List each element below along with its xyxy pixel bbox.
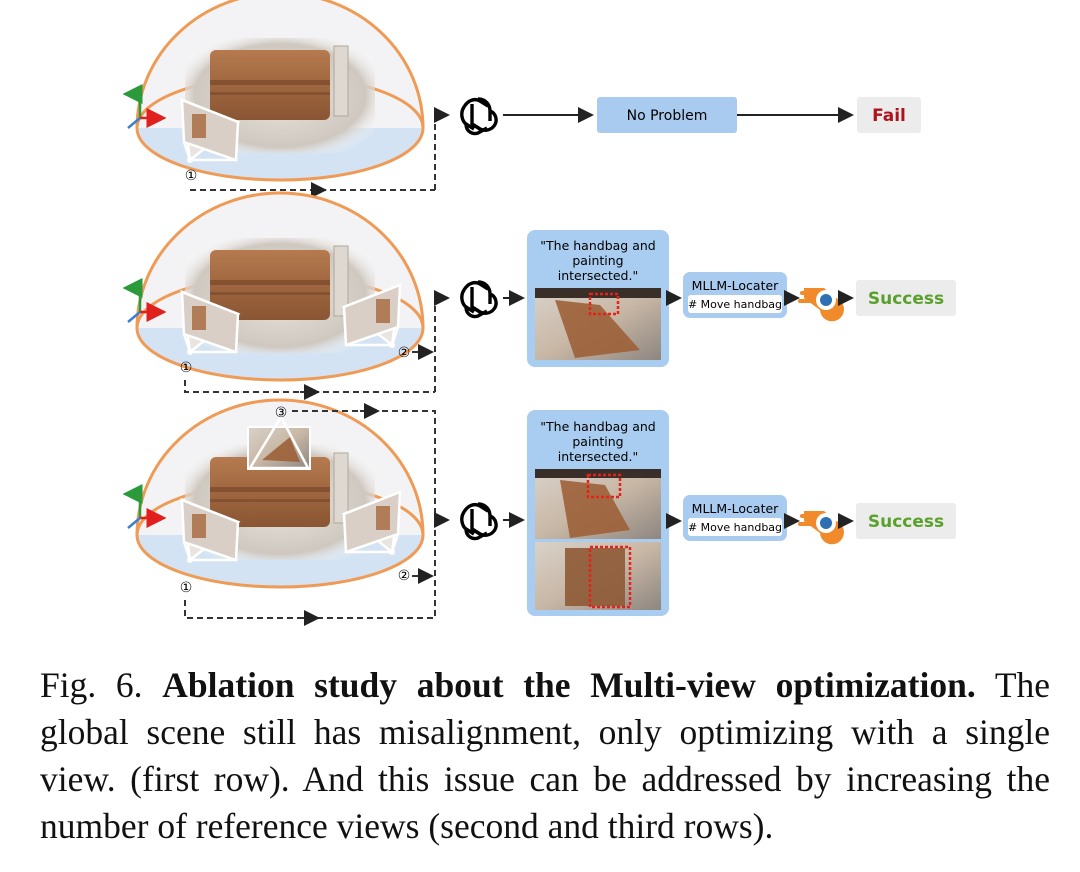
camera-frustum-icon bbox=[247, 414, 311, 470]
success-badge bbox=[856, 503, 956, 539]
feedback-line-1: "The handbag and bbox=[540, 238, 655, 253]
locater-title: MLLM-Locater bbox=[692, 501, 780, 516]
success-label: Success bbox=[868, 289, 944, 309]
figure: ① No Problem Fail ① ② "The handbag and p… bbox=[0, 0, 956, 626]
row-2: ① ② "The handbag and painting intersecte… bbox=[128, 191, 956, 400]
view-label-2: ② bbox=[398, 345, 411, 361]
locater-action: # Move handbag bbox=[688, 521, 782, 534]
view-label-3: ③ bbox=[275, 405, 288, 421]
chatgpt-logo-icon bbox=[453, 90, 503, 140]
feedback-line-2: painting bbox=[572, 253, 623, 268]
row-1: ① No Problem Fail bbox=[128, 0, 921, 198]
row-3: ③ ① ② "The handbag and painting intersec… bbox=[128, 398, 956, 626]
figure-caption: Fig. 6. Ablation study about the Multi-v… bbox=[40, 662, 1050, 850]
blender-logo-icon bbox=[798, 509, 846, 547]
view-label-1: ① bbox=[180, 360, 193, 376]
view-label-1: ① bbox=[180, 580, 193, 596]
locater-title: MLLM-Locater bbox=[692, 278, 780, 293]
caption-prefix: Fig. 6. bbox=[40, 665, 143, 705]
feedback-line-1: "The handbag and bbox=[540, 419, 655, 434]
chatgpt-logo-icon bbox=[453, 495, 503, 545]
view-label-1: ① bbox=[185, 168, 198, 184]
success-badge bbox=[856, 280, 956, 316]
caption-body: The global scene still has misalignment,… bbox=[40, 665, 1051, 846]
no-problem-label: No Problem bbox=[627, 108, 708, 124]
feedback-line-3: intersected." bbox=[558, 449, 638, 464]
highlight-box bbox=[586, 473, 622, 499]
feedback-line-2: painting bbox=[572, 434, 623, 449]
locater-action: # Move handbag bbox=[688, 298, 782, 311]
chatgpt-logo-icon bbox=[453, 273, 503, 323]
highlight-box bbox=[588, 292, 620, 316]
blender-logo-icon bbox=[798, 286, 846, 324]
dome-scene-1 bbox=[135, 0, 425, 182]
feedback-line-3: intersected." bbox=[558, 268, 638, 283]
success-label: Success bbox=[868, 512, 944, 532]
fail-badge bbox=[857, 97, 921, 133]
no-problem-box bbox=[597, 97, 737, 133]
dome-scene-2 bbox=[135, 191, 425, 382]
view-label-2: ② bbox=[398, 568, 411, 584]
fail-label: Fail bbox=[872, 106, 906, 126]
highlight-box bbox=[588, 545, 632, 609]
caption-title: Ablation study about the Multi-view opti… bbox=[162, 665, 976, 705]
